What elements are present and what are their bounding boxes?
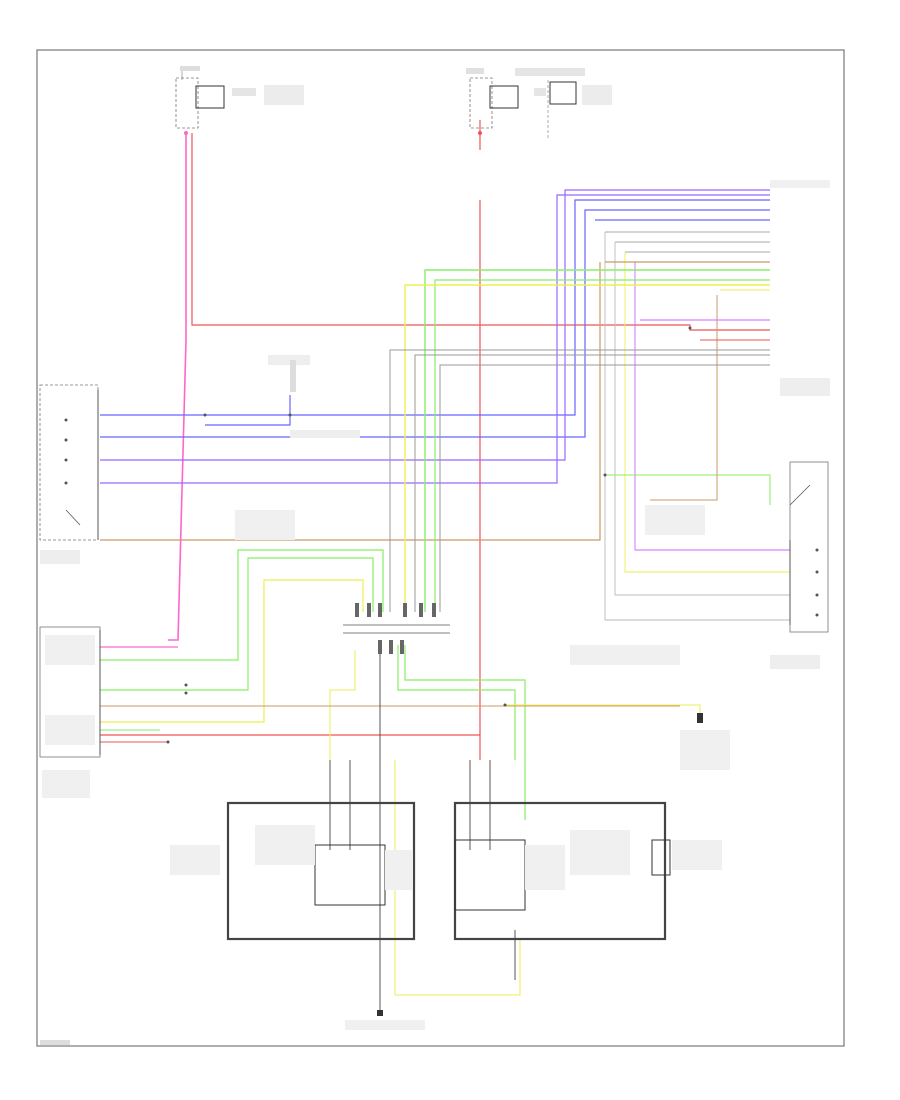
wire-violet-1 [100, 189, 770, 461]
wire-red-right [100, 120, 481, 736]
center-connector [343, 603, 450, 654]
ground-symbol-right [680, 713, 730, 770]
wire-brown [100, 262, 601, 541]
diagram-frame [36, 49, 845, 1047]
fuse-block-left [175, 66, 304, 129]
wire-yellow-1 [404, 284, 770, 612]
wire-violet-2 [100, 194, 770, 484]
left-rear-seat-module [453, 801, 722, 941]
right-rear-seat-module [170, 801, 416, 941]
left-seat-switch [39, 384, 99, 564]
wire-blue-1 [100, 199, 770, 416]
fuse-block-right [466, 68, 612, 140]
ground-symbol-bottom [345, 1010, 425, 1030]
wire-green-1 [424, 269, 770, 612]
right-seat-switch [770, 461, 829, 669]
wire-pink-left [168, 133, 187, 641]
rear-heated-switches [39, 626, 101, 798]
